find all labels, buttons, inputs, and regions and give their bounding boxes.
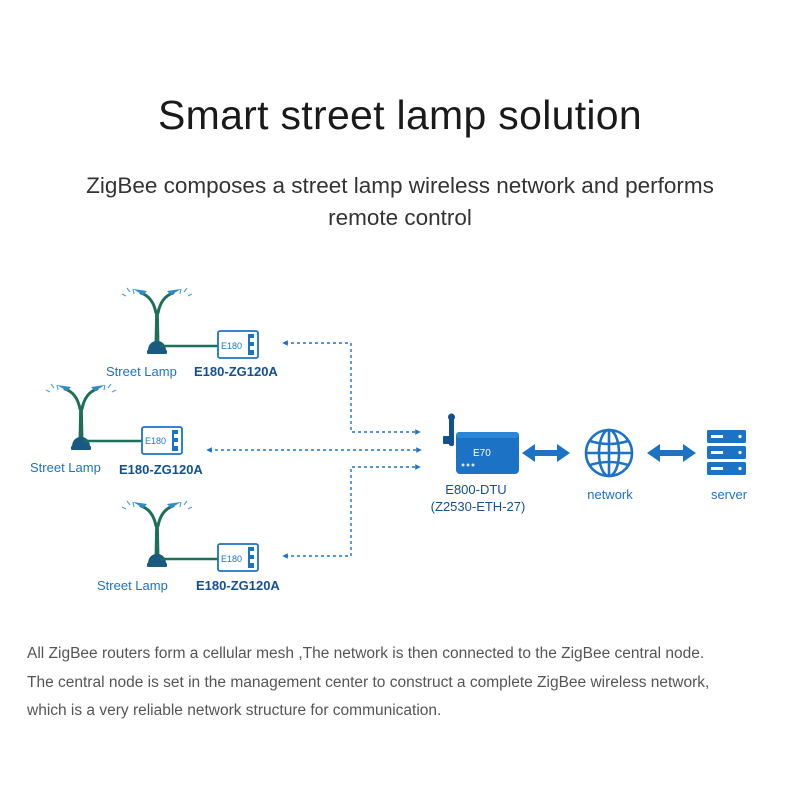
gateway-network-arrow [522, 444, 570, 462]
server-icon [707, 430, 746, 475]
link-arrow [282, 340, 421, 435]
gateway-badge: E70 [473, 448, 491, 459]
link-arrow [282, 464, 421, 559]
description-line: which is a very reliable network structu… [27, 702, 442, 719]
description-line: All ZigBee routers form a cellular mesh … [27, 645, 705, 662]
module-badge: E180 [221, 554, 242, 564]
globe-icon [584, 428, 634, 478]
lamp-node-2: E180 Street Lamp E180-ZG120A [30, 382, 203, 477]
lamp-node-1: E180 Street Lamp E180-ZG120A [106, 286, 278, 379]
network-server-arrow [647, 444, 696, 462]
description-line: The central node is set in the managemen… [27, 673, 710, 691]
page-title: Smart street lamp solution [157, 92, 643, 138]
gateway-node: E70 E800-DTU (Z2530-ETH-27) [431, 413, 526, 514]
street-lamp-icon [120, 499, 194, 569]
network-label: network [587, 487, 633, 502]
server-label: server [711, 487, 748, 502]
gateway-model-label: (Z2530-ETH-27) [431, 499, 526, 514]
gateway-icon [443, 413, 519, 474]
module-label: E180-ZG120A [119, 462, 203, 477]
module-badge: E180 [221, 341, 242, 351]
module-badge: E180 [145, 436, 166, 446]
street-lamp-label: Street Lamp [97, 578, 168, 593]
description: All ZigBee routers form a cellular mesh … [27, 640, 787, 726]
module-label: E180-ZG120A [196, 578, 280, 593]
network-node: network [584, 428, 634, 502]
street-lamp-label: Street Lamp [106, 364, 177, 379]
page-subtitle: ZigBee composes a street lamp wireless n… [86, 173, 714, 230]
street-lamp-label: Street Lamp [30, 460, 101, 475]
server-node: server [707, 430, 748, 502]
lamp-node-3: E180 Street Lamp E180-ZG120A [97, 499, 280, 593]
module-label: E180-ZG120A [194, 364, 278, 379]
wireless-links [206, 340, 422, 559]
gateway-label: E800-DTU [445, 482, 506, 497]
street-lamp-icon [120, 286, 194, 356]
